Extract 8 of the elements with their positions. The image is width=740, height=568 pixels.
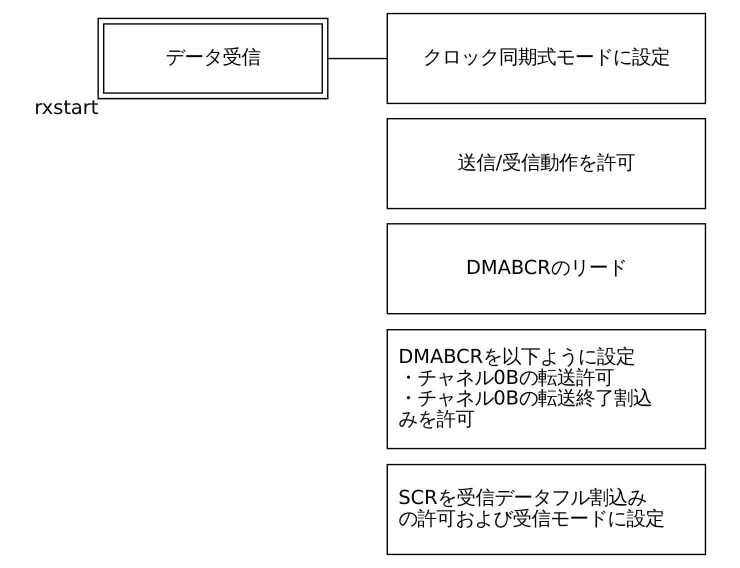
node-box: データ受信 bbox=[97, 18, 328, 100]
node-label: rxstart bbox=[34, 96, 98, 120]
node-box: DMABCRを以下ように設定・チャネル0Bの転送許可・チャネル0Bの転送終了割込みを許可 bbox=[386, 328, 706, 450]
connector bbox=[328, 58, 388, 60]
node-box: DMABCRのリード bbox=[386, 223, 706, 314]
node-box: SCRを受信データフル割込みの許可および受信モードに設定 bbox=[386, 464, 706, 556]
node-box: クロック同期式モードに設定 bbox=[386, 12, 706, 104]
node-box: 送信/受信動作を許可 bbox=[386, 118, 706, 210]
